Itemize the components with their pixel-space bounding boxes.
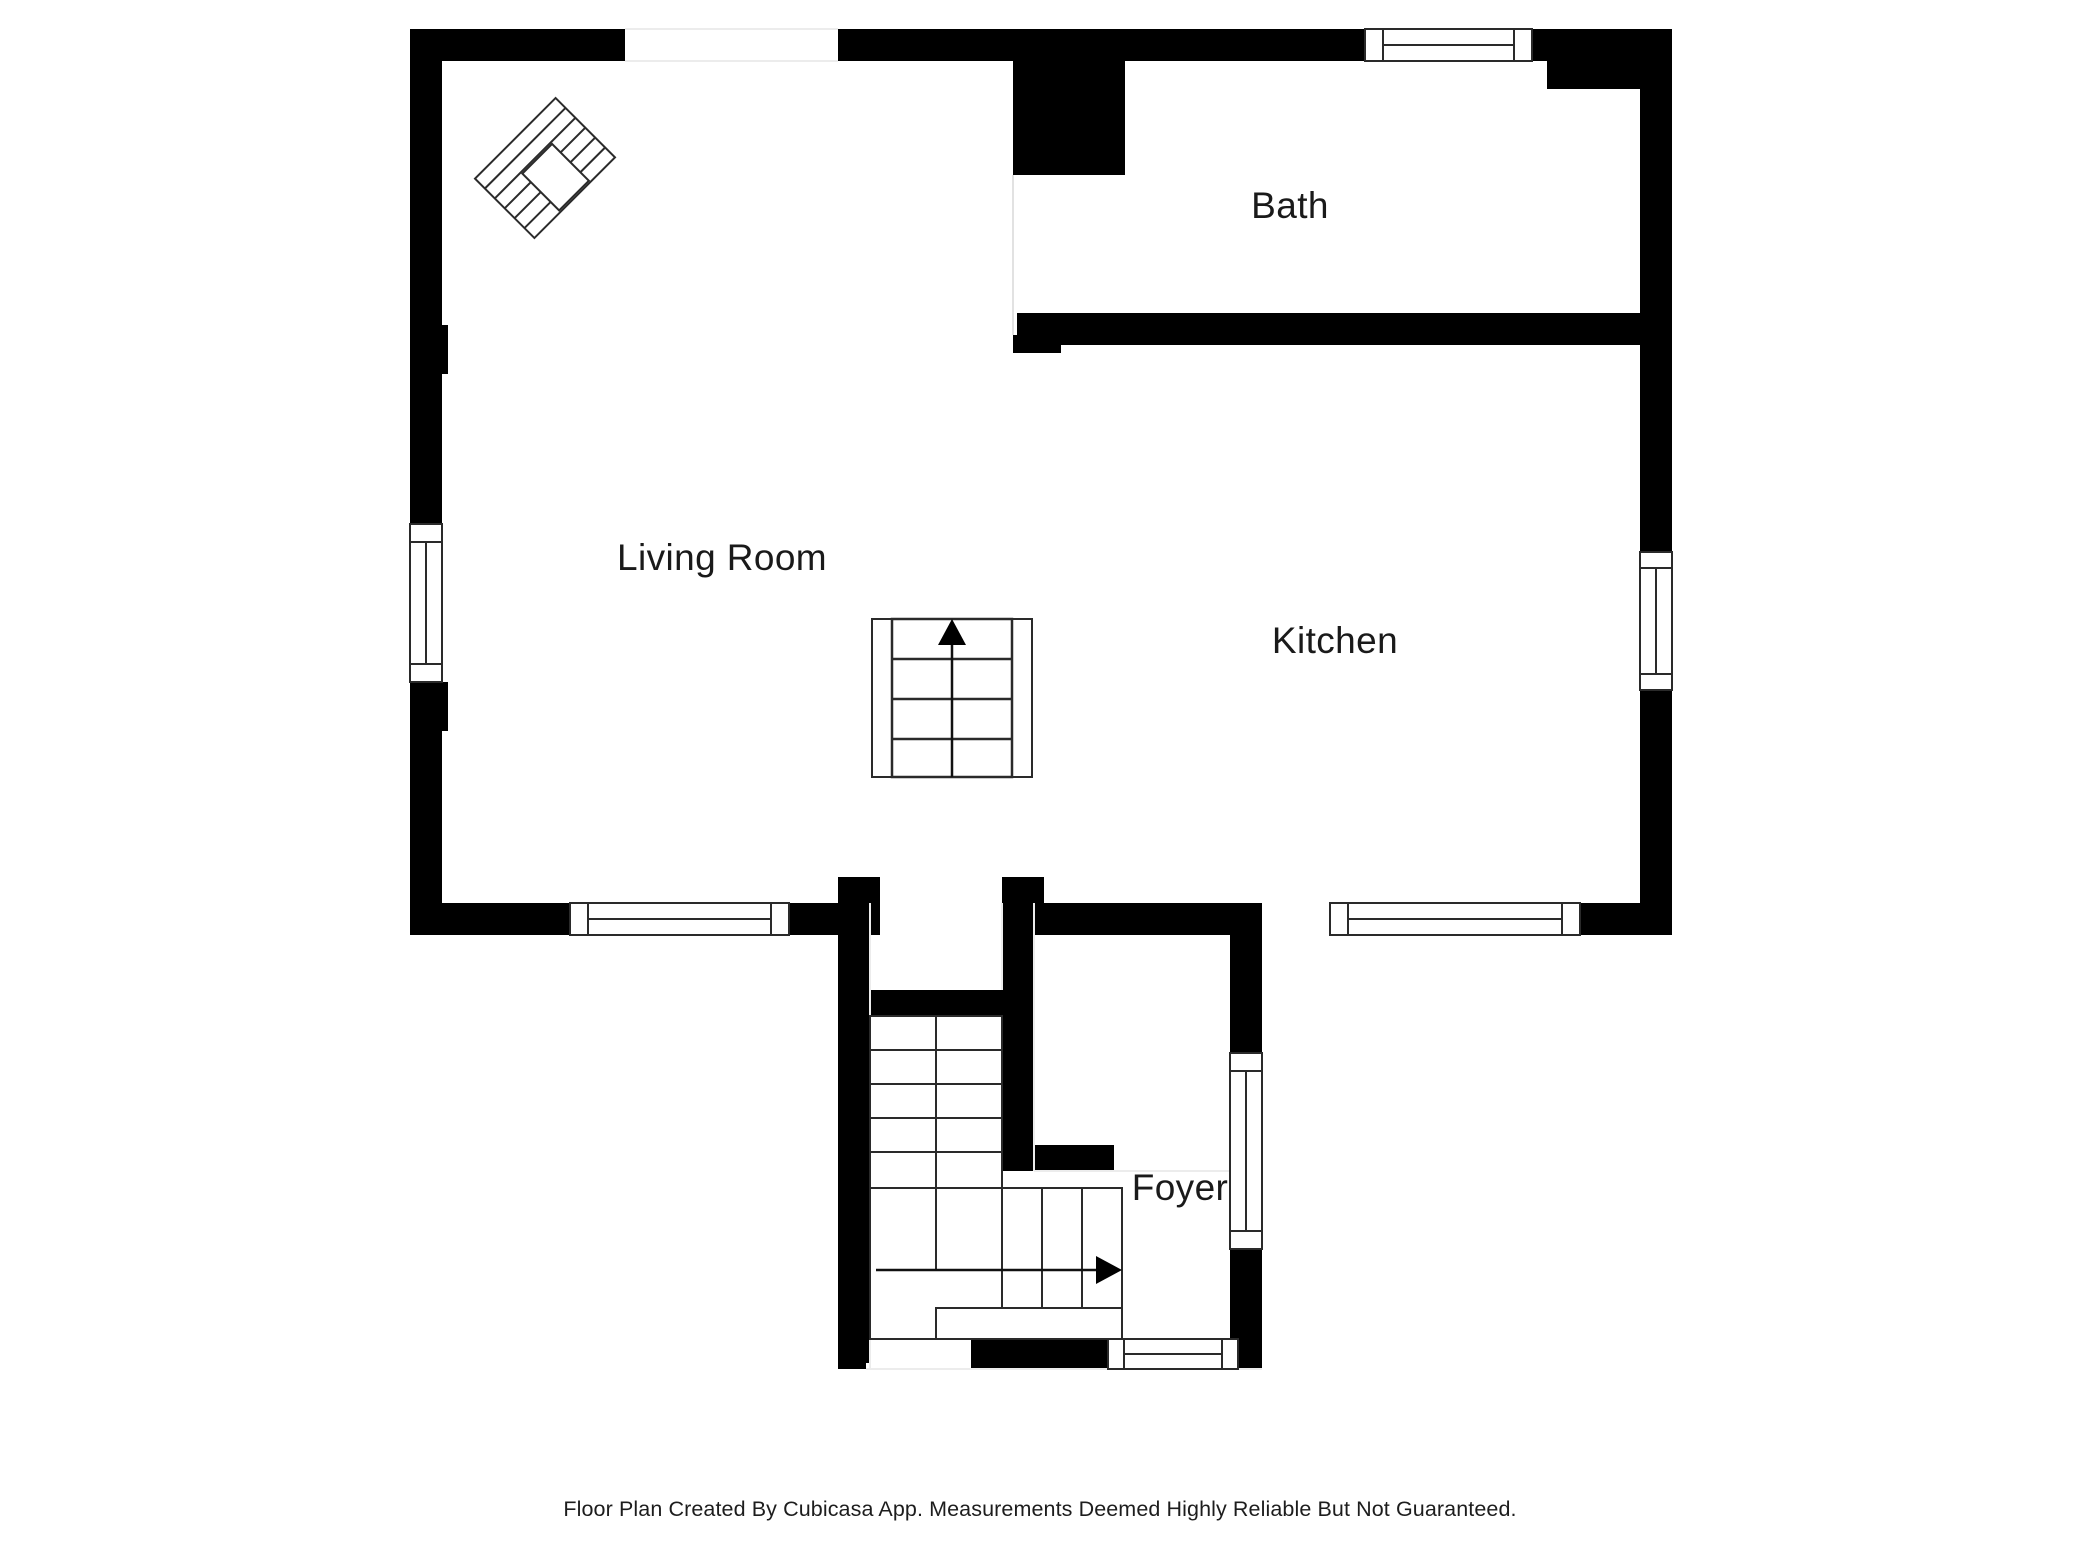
footer-disclaimer: Floor Plan Created By Cubicasa App. Meas… (563, 1497, 1517, 1521)
wall-foyer-bottom-mid (971, 1339, 1108, 1369)
wall-left-jog-lower (424, 682, 448, 731)
hatched-diamond-fixture (473, 96, 617, 240)
wall-left-jog-upper (424, 325, 448, 374)
entry-door-foyer (1107, 1338, 1239, 1370)
wall-top-before-window (1125, 29, 1365, 61)
ghost-top-opening (625, 28, 838, 62)
window-foyer-right-wall (1229, 1052, 1263, 1250)
wall-right-upper (1640, 60, 1672, 552)
wall-bottom-right (1580, 903, 1672, 935)
window-right-wall-kitchen (1639, 551, 1673, 691)
wall-right-jog (1640, 690, 1670, 736)
doorway-bath (1009, 175, 1017, 335)
wall-foyer-right-upper (1230, 903, 1262, 1053)
stair-lower-arrow-head (1096, 1256, 1122, 1284)
room-label-bath: Bath (1251, 185, 1329, 226)
wall-foyer-right-pilaster (1090, 1145, 1114, 1171)
room-label-kitchen: Kitchen (1272, 620, 1398, 661)
wall-bottom-mid (1044, 903, 1230, 935)
room-label-group: Bath Living Room Kitchen Foyer (617, 185, 1398, 1208)
fixture-hatch (484, 107, 606, 229)
wall-left-upper (410, 29, 442, 524)
room-label-foyer: Foyer (1132, 1167, 1229, 1208)
window-bottom-wall-kitchen (1329, 902, 1581, 936)
wall-bath-divider-stub (1013, 313, 1061, 353)
stair-upper-right-stringer (1011, 618, 1033, 778)
window-left-wall-living-room (409, 523, 443, 683)
window-bottom-wall-living-room (569, 902, 790, 936)
stair-upper-left-stringer (871, 618, 893, 778)
wall-top-left (410, 29, 625, 61)
stair-run-up (871, 617, 1033, 779)
wall-foyer-bottom-right (1238, 1339, 1262, 1369)
fixture-outer (473, 96, 617, 240)
window-top-wall-bath (1364, 28, 1533, 62)
room-label-living-room: Living Room (617, 537, 827, 578)
wall-bottom-left (410, 903, 570, 935)
wall-stair-enclosure-right (1002, 903, 1034, 1171)
wall-foyer-bottom-left (838, 1337, 866, 1369)
window-group (409, 28, 1673, 1370)
wall-bath-kitchen-divider (1013, 313, 1672, 345)
wall-bath-partition-block (1013, 29, 1125, 175)
winder-staircase (869, 1015, 1123, 1340)
stair-upper-arrow-head (938, 619, 966, 645)
ghost-foyer-inner (1033, 903, 1230, 1172)
wall-group (410, 29, 1672, 1369)
stair-bottom-nosing (935, 1307, 1123, 1340)
wall-stair-landing-top (838, 990, 1034, 1016)
wall-stair-enclosure-left (838, 903, 870, 1363)
